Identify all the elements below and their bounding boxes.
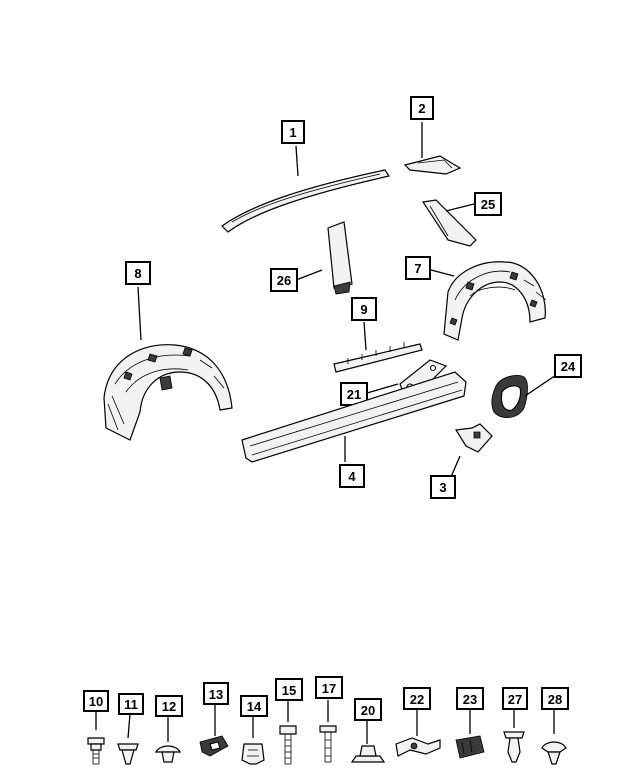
part-3-splash-shield <box>454 423 493 453</box>
fastener-27-rivet <box>503 731 525 763</box>
leader-21 <box>366 383 399 394</box>
callout-8-label: 8 <box>134 266 141 281</box>
fastener-17-stud <box>319 725 337 763</box>
callout-12-label: 12 <box>162 699 176 714</box>
callout-14-label: 14 <box>247 699 262 714</box>
callout-2[interactable]: 2 <box>410 96 434 120</box>
callout-23-label: 23 <box>463 692 477 707</box>
callout-23[interactable]: 23 <box>456 687 484 710</box>
callout-26-label: 26 <box>277 273 291 288</box>
leader-3 <box>450 455 461 478</box>
callout-24-label: 24 <box>561 359 576 374</box>
leader-8 <box>137 286 142 341</box>
callout-17-label: 17 <box>322 681 336 696</box>
fastener-14-retainer <box>241 743 265 765</box>
callout-28-label: 28 <box>548 692 562 707</box>
callout-13-label: 13 <box>209 687 223 702</box>
leader-25 <box>445 203 475 212</box>
callout-25[interactable]: 25 <box>474 192 502 216</box>
leader-26 <box>295 269 323 281</box>
part-8-front-wheel-liner <box>103 344 233 441</box>
callout-28[interactable]: 28 <box>541 687 569 710</box>
callout-15-label: 15 <box>282 683 296 698</box>
leader-11 <box>127 713 131 739</box>
callout-11[interactable]: 11 <box>118 693 144 715</box>
part-26-pillar-applique <box>327 221 353 295</box>
callout-4[interactable]: 4 <box>339 464 365 488</box>
leader-7 <box>430 269 455 277</box>
fastener-22-bracket <box>395 737 441 757</box>
part-24-bezel <box>491 375 528 418</box>
callout-26[interactable]: 26 <box>270 268 298 292</box>
callout-27-label: 27 <box>508 692 522 707</box>
callout-15[interactable]: 15 <box>275 678 303 701</box>
part-7-rear-wheel-liner <box>443 261 547 341</box>
fastener-20-nut <box>350 745 386 763</box>
callout-21-label: 21 <box>347 387 361 402</box>
callout-8[interactable]: 8 <box>125 261 151 285</box>
fastener-28-clip <box>541 741 567 765</box>
callout-22[interactable]: 22 <box>403 687 431 710</box>
callout-1-label: 1 <box>289 125 296 140</box>
part-9-sill-bracket <box>333 342 423 373</box>
callout-4-label: 4 <box>348 469 356 484</box>
leader-24 <box>524 374 557 397</box>
fastener-11-clip <box>117 743 139 765</box>
fastener-13-u-nut <box>199 735 229 757</box>
callout-7-label: 7 <box>414 261 421 276</box>
part-2-end-cap <box>403 155 462 175</box>
fastener-23-pad <box>455 735 485 759</box>
callout-12[interactable]: 12 <box>155 695 183 717</box>
callout-9-label: 9 <box>360 302 367 317</box>
fastener-15-bolt <box>279 725 297 765</box>
leader-1 <box>295 145 299 177</box>
callout-7[interactable]: 7 <box>405 256 431 280</box>
callout-25-label: 25 <box>481 197 495 212</box>
callout-3-label: 3 <box>439 480 446 495</box>
callout-20-label: 20 <box>361 703 375 718</box>
callout-1[interactable]: 1 <box>281 120 305 144</box>
part-4-rocker-molding <box>241 371 467 463</box>
callout-13[interactable]: 13 <box>203 682 229 705</box>
callout-22-label: 22 <box>410 692 424 707</box>
callout-11-label: 11 <box>124 697 138 712</box>
callout-14[interactable]: 14 <box>240 695 268 717</box>
part-1-roof-molding <box>221 169 390 233</box>
leader-9 <box>363 321 367 351</box>
callout-3[interactable]: 3 <box>430 475 456 499</box>
callout-10[interactable]: 10 <box>83 690 109 712</box>
callout-17[interactable]: 17 <box>315 676 343 699</box>
callout-20[interactable]: 20 <box>354 698 382 721</box>
callout-24[interactable]: 24 <box>554 354 582 378</box>
fastener-12-push-pin <box>155 745 181 763</box>
callout-10-label: 10 <box>89 694 103 709</box>
part-25-window-applique <box>421 199 477 247</box>
fastener-10-bolt <box>87 737 105 765</box>
callout-27[interactable]: 27 <box>502 687 528 710</box>
callout-9[interactable]: 9 <box>351 297 377 321</box>
callout-2-label: 2 <box>418 101 425 116</box>
callout-21[interactable]: 21 <box>340 382 368 406</box>
